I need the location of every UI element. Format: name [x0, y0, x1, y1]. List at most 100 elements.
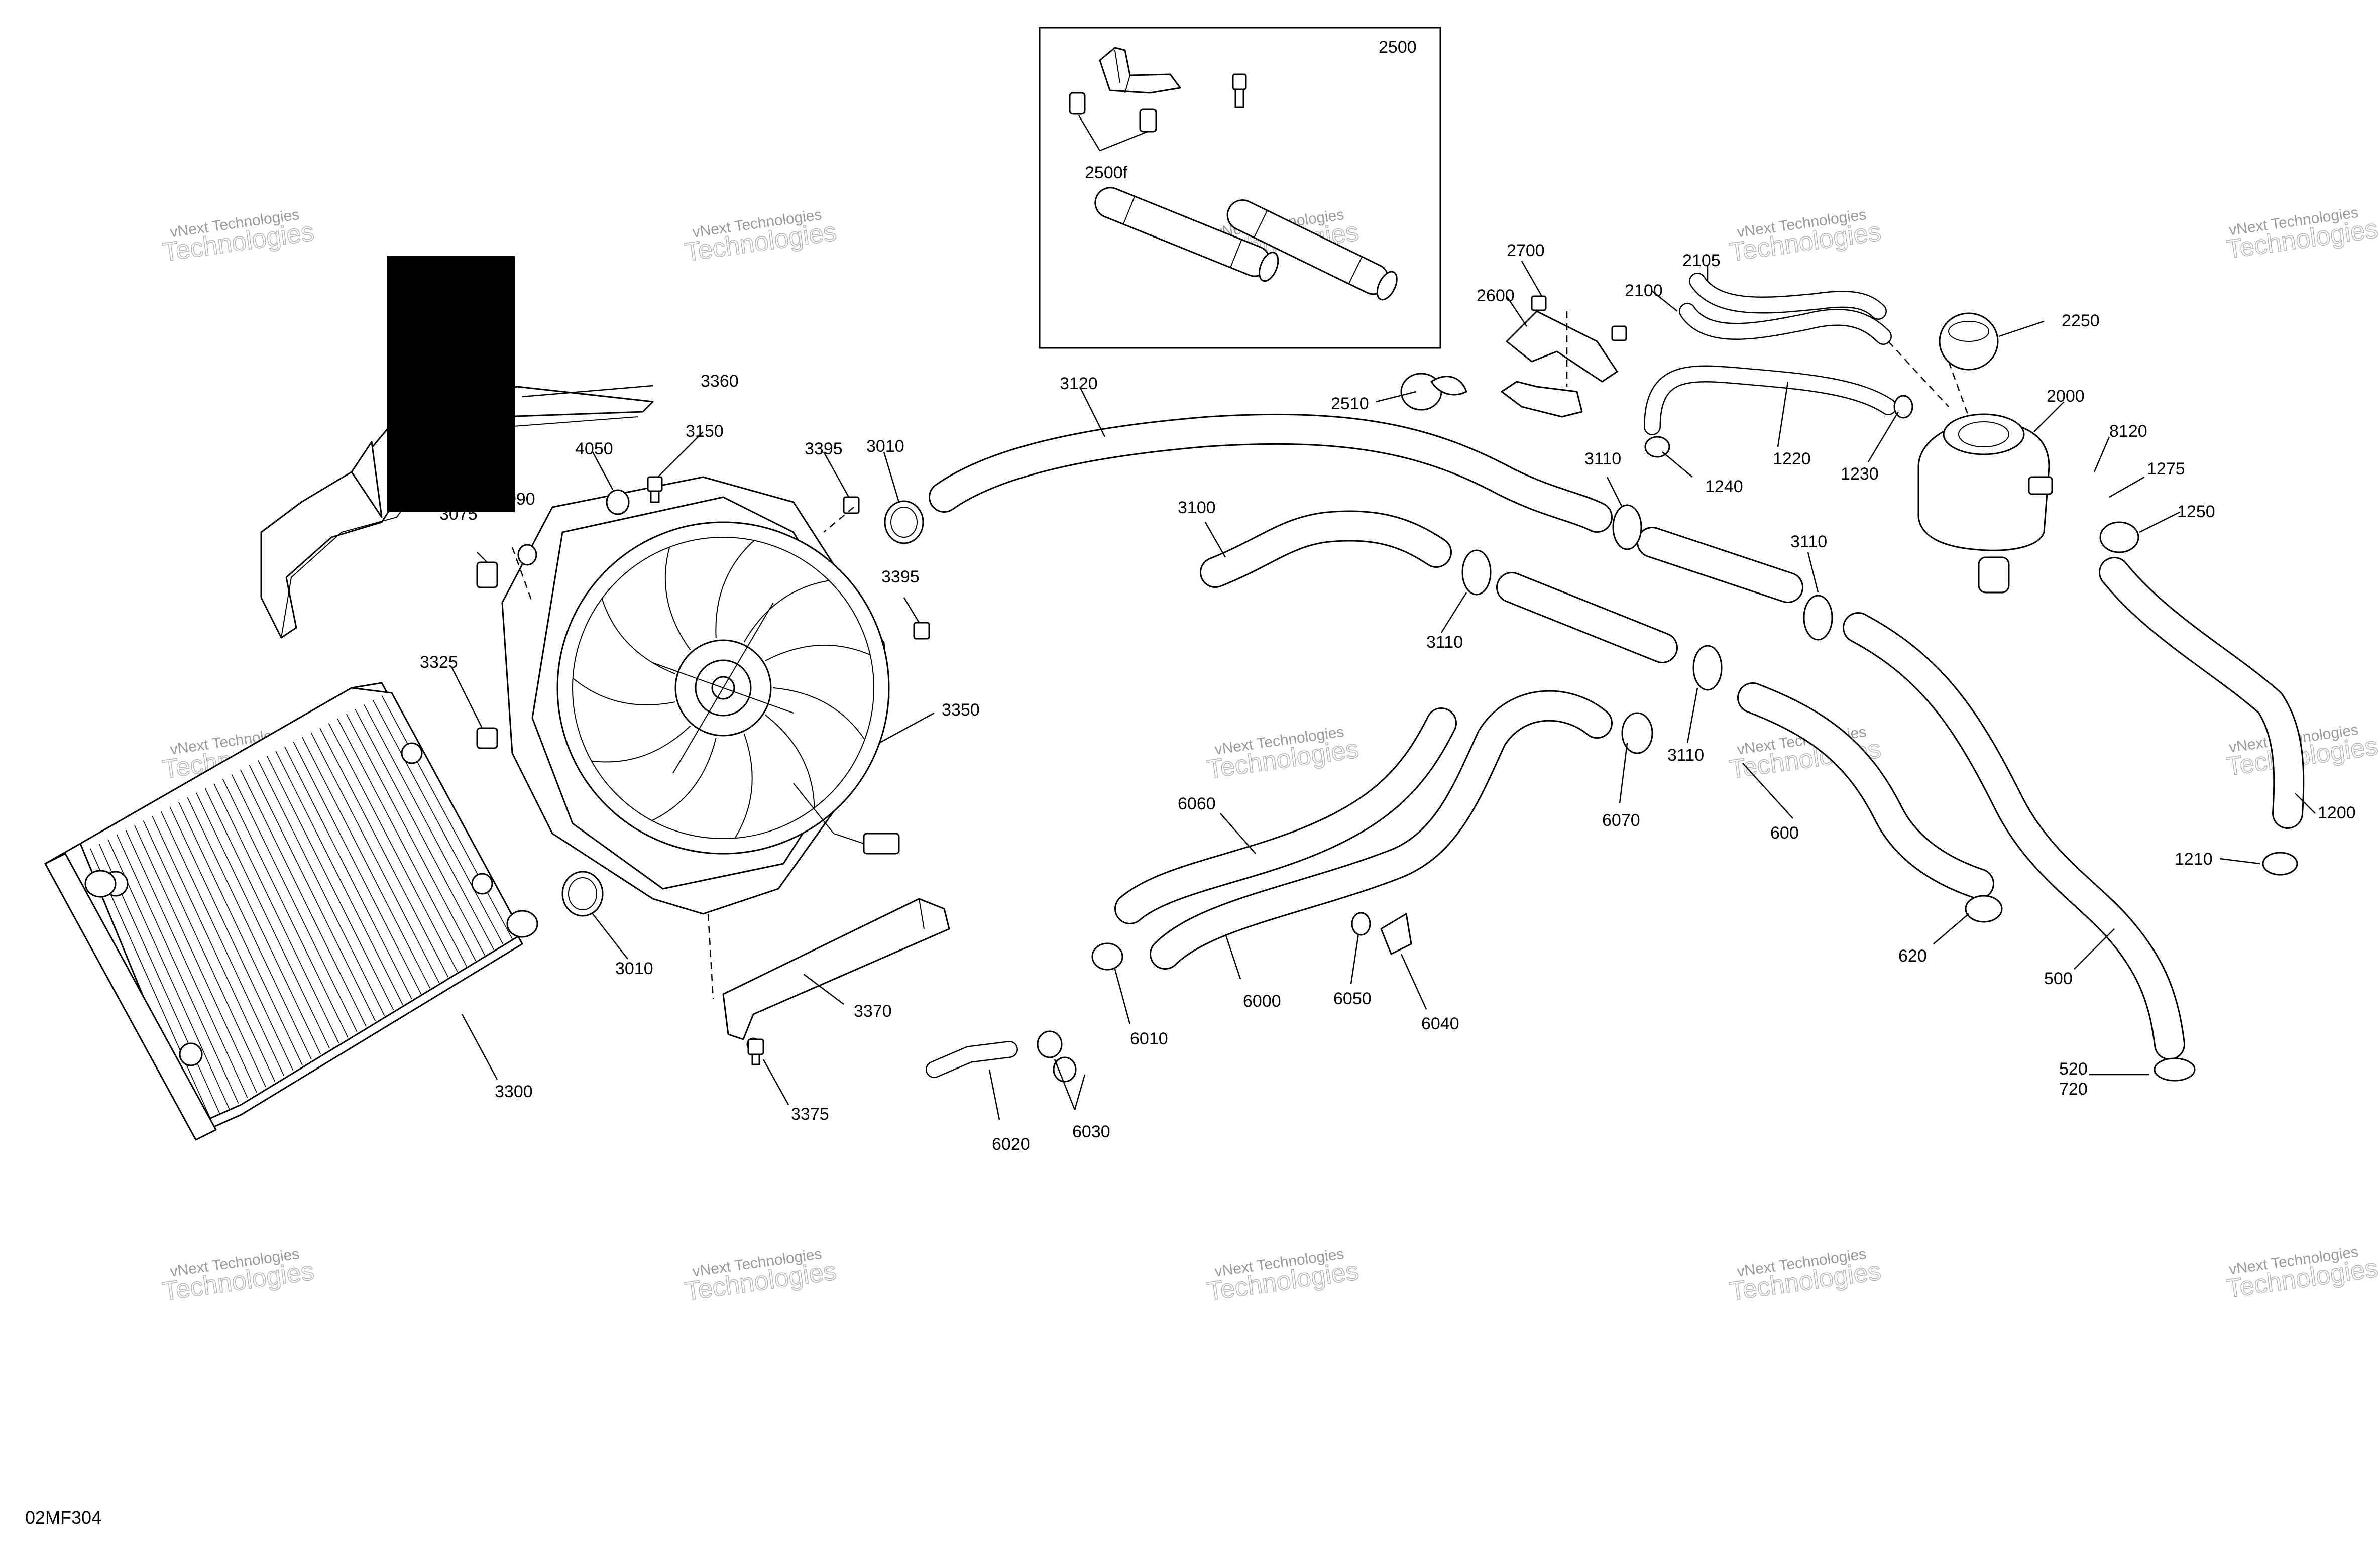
part-2510-grommet	[1430, 376, 1467, 396]
radiator-fin	[258, 760, 385, 1016]
radiator-fin	[134, 825, 257, 1093]
callout-3150: 3150	[686, 422, 724, 441]
hoses	[926, 273, 2305, 1078]
callout-500: 500	[2044, 969, 2073, 988]
callout-4050: 4050	[575, 439, 613, 458]
radiator-fin	[249, 765, 376, 1021]
fan-blade	[664, 547, 691, 651]
fan-blade	[765, 644, 871, 661]
callout-3395: 3395	[881, 567, 920, 586]
radiator-fin	[152, 815, 275, 1082]
radiator-fin	[266, 755, 394, 1011]
part-3370-bracket	[722, 898, 950, 1051]
callout-1230: 1230	[1841, 464, 1879, 484]
radiator-fin	[319, 728, 449, 978]
radiator-fin	[204, 788, 330, 1049]
callout-labels: 3360 4050 3150 3395 3010 3075 3090 3325 …	[420, 38, 2356, 1154]
figure-id: 02MF304	[25, 1507, 101, 1528]
callout-1210: 1210	[2175, 850, 2213, 869]
kit-2500-box	[1039, 27, 1441, 349]
clamps	[1037, 373, 2298, 1083]
callout-3360: 3360	[701, 372, 739, 391]
fan-blade	[591, 725, 691, 763]
radiator-fin	[116, 834, 239, 1104]
leader-lines	[451, 261, 2316, 1120]
radiator-fin	[328, 723, 458, 972]
callout-2000: 2000	[2047, 387, 2085, 406]
callout-3010: 3010	[615, 959, 653, 978]
part-3350-fan-assembly	[501, 476, 900, 915]
callout-1250: 1250	[2177, 502, 2215, 521]
callout-3120: 3120	[1060, 374, 1098, 393]
radiator-fin	[196, 792, 321, 1054]
callout-3075: 3075	[439, 505, 478, 524]
radiator-fin	[231, 774, 358, 1032]
callout-2500: 2500	[1379, 38, 1417, 57]
fan-blade	[765, 715, 815, 808]
radiator-fin	[178, 802, 303, 1065]
radiator-fin	[284, 746, 412, 1000]
callout-6020: 6020	[992, 1135, 1030, 1154]
callout-3110: 3110	[1790, 532, 1827, 551]
radiator-fin	[381, 695, 513, 939]
callout-620: 620	[1898, 946, 1927, 966]
redaction-block	[387, 256, 515, 512]
part-2600-clip	[1501, 295, 1627, 418]
callout-6000: 6000	[1243, 992, 1281, 1011]
fan-blade	[743, 580, 829, 643]
callout-2100: 2100	[1625, 281, 1663, 300]
callout-6040: 6040	[1421, 1014, 1459, 1033]
radiator-fin	[302, 737, 431, 989]
part-2000-reservoir	[1917, 413, 2053, 594]
callout-6070: 6070	[1602, 811, 1640, 830]
callout-3370: 3370	[854, 1002, 892, 1021]
callout-3395: 3395	[805, 439, 843, 458]
radiator-fin	[364, 704, 495, 951]
part-3300-radiator	[44, 682, 538, 1141]
callout-1240: 1240	[1705, 477, 1743, 496]
callout-2600: 2600	[1477, 286, 1515, 305]
radiator-fin	[372, 699, 504, 945]
fan-blade	[734, 733, 753, 839]
callout-2500f: 2500f	[1085, 163, 1128, 182]
callout-520: 520	[2059, 1059, 2088, 1079]
fan-blades	[572, 540, 871, 839]
radiator-fin	[143, 820, 266, 1087]
callout-6060: 6060	[1178, 794, 1216, 813]
callout-3010: 3010	[866, 437, 904, 456]
callout-600: 600	[1770, 823, 1799, 843]
small-hardware	[476, 476, 930, 1065]
radiator-fins	[90, 695, 513, 1120]
fan-blade	[572, 677, 675, 705]
callout-8120: 8120	[2109, 422, 2147, 441]
callout-3110: 3110	[1584, 449, 1621, 468]
radiator-fin	[310, 732, 440, 983]
radiator-fin	[213, 783, 339, 1043]
radiator-fin	[355, 709, 486, 956]
radiator-fin	[169, 806, 294, 1071]
callout-3350: 3350	[942, 700, 980, 720]
callout-3300: 3300	[495, 1082, 533, 1101]
radiator-fin	[160, 811, 285, 1077]
callout-1200: 1200	[2318, 803, 2356, 822]
radiator-fin	[337, 718, 467, 967]
callout-1220: 1220	[1773, 449, 1811, 468]
callout-6030: 6030	[1072, 1122, 1110, 1141]
callout-3100: 3100	[1178, 498, 1216, 517]
fan-blade	[601, 598, 675, 674]
callout-3110: 3110	[1667, 746, 1704, 765]
callout-3090: 3090	[497, 490, 535, 509]
radiator-fin	[275, 751, 403, 1005]
radiator-fin	[346, 714, 476, 962]
radiator-fin	[222, 779, 349, 1038]
radiator-fin	[293, 742, 421, 994]
callout-6050: 6050	[1333, 989, 1372, 1008]
radiator-fin	[240, 769, 367, 1027]
callout-720: 720	[2059, 1080, 2088, 1099]
part-2250-cap	[1939, 312, 1999, 371]
callout-2510: 2510	[1331, 394, 1369, 413]
callout-1275: 1275	[2147, 459, 2185, 479]
fan-blade	[715, 540, 755, 639]
callout-6010: 6010	[1130, 1029, 1168, 1048]
